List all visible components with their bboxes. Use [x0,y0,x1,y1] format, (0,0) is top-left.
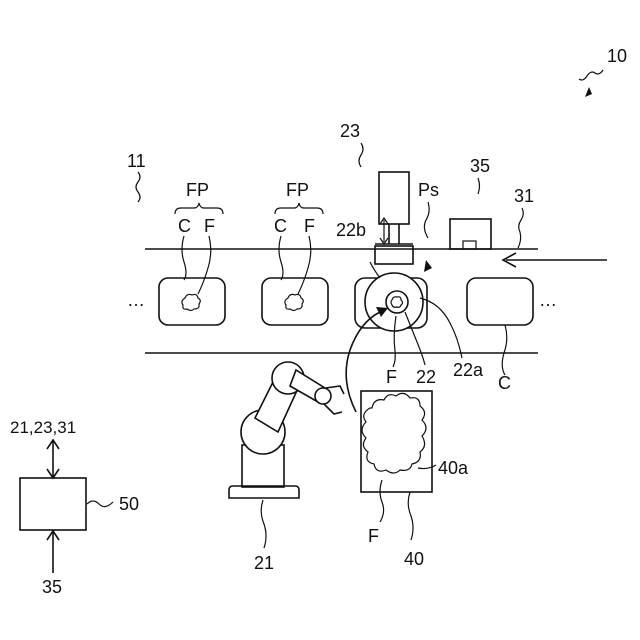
leader-23 [359,143,363,167]
controller-box [20,478,86,530]
label-holder-recess-22b: 22b [336,220,366,240]
leader-35 [478,178,480,194]
label-container-c-2: C [274,216,287,236]
leader-f-bin [380,480,384,522]
label-sensor-35: 35 [470,156,490,176]
food-item-2 [285,294,303,310]
robot-arm [229,362,344,498]
leader-c-right [502,325,507,375]
label-system-10: 10 [607,46,627,66]
label-food-pack-2: FP [286,180,309,200]
label-holder-22: 22 [416,367,436,387]
arrowhead-ps [424,260,432,272]
label-bin-40: 40 [404,549,424,569]
leader-c-1 [182,236,186,280]
brace-fp-2 [275,203,323,214]
label-food-pack-1: FP [186,180,209,200]
brace-fp-1 [175,203,223,214]
sensor-window [463,241,476,249]
leader-c-2 [279,236,283,280]
container-bin [361,391,432,492]
leader-system [579,70,603,80]
leader-f-2 [298,236,311,294]
leader-50 [87,501,113,507]
holder-body-22a [365,273,423,331]
sensor-box [450,219,491,249]
arrowhead-system [585,87,592,97]
ellipsis-left: … [127,290,145,310]
food-item-1 [182,294,200,310]
label-food-f-1: F [204,216,215,236]
label-pusher-23: 23 [340,121,360,141]
leader-21 [261,500,266,548]
leader-40 [408,492,413,540]
label-container-c-right: C [498,373,511,393]
leader-ps [424,202,429,238]
label-food-f-2: F [304,216,315,236]
container-2 [262,278,328,325]
leader-f-1 [198,236,211,294]
leader-11 [136,172,140,202]
leader-31 [518,208,523,248]
label-container-c-1: C [178,216,191,236]
robot-wrist [315,388,331,404]
leader-40a [418,465,436,469]
label-robot-21: 21 [254,553,274,573]
label-holder-body-22a: 22a [453,360,484,380]
label-food-f-holder: F [386,367,397,387]
label-bin-opening-40a: 40a [438,458,469,478]
robot-gripper-lower [324,404,342,414]
label-place-position-ps: Ps [418,180,439,200]
food-pile [362,393,426,473]
label-conveyor-area-11: 11 [127,151,146,171]
label-food-f-bin: F [368,526,379,546]
label-controller-50: 50 [119,494,139,514]
label-controller-inputs-top: 21,23,31 [10,418,76,437]
pusher-cylinder [379,172,409,224]
label-controller-input-35: 35 [42,577,62,597]
container-empty [467,278,533,325]
label-conveyor-31: 31 [514,186,534,206]
container-1 [159,278,225,325]
ellipsis-right: … [539,290,557,310]
